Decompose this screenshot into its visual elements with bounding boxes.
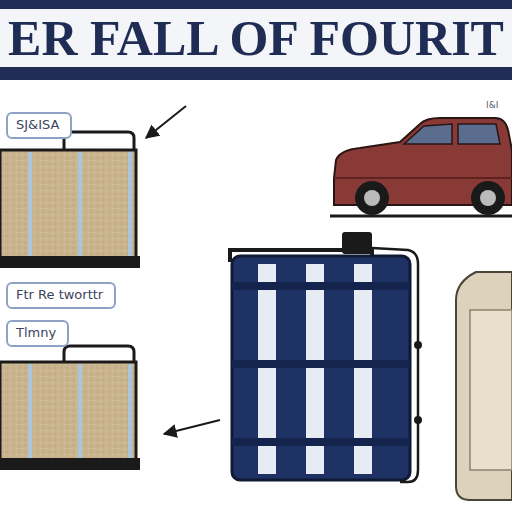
small-label: I&I	[486, 100, 498, 110]
battery-lower	[0, 346, 140, 470]
car	[330, 118, 512, 216]
label-box: SJ&ISA	[6, 112, 72, 139]
label-box: Tlmny	[6, 320, 69, 347]
label-text: Tlmny	[16, 325, 59, 340]
label-text: SJ&ISA	[16, 117, 62, 132]
battery-upper	[0, 132, 140, 268]
blue-jerrycan	[230, 232, 422, 482]
label-box: Ftr Re tworttr	[6, 282, 116, 309]
title: ER FALL OF FOURIT	[0, 9, 512, 67]
beige-canister	[456, 272, 512, 500]
pointer-arrows	[146, 106, 220, 434]
label-text: Ftr Re tworttr	[16, 287, 106, 302]
